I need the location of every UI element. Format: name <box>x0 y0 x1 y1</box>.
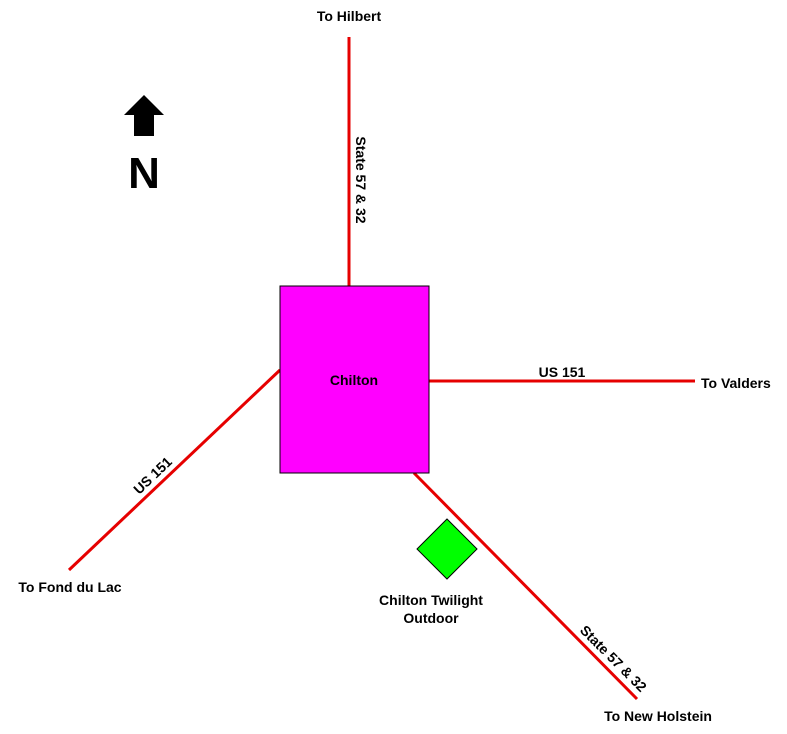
theater-label-line1: Chilton Twilight <box>379 592 483 608</box>
destination-north: To Hilbert <box>317 8 382 24</box>
destination-southeast: To New Holstein <box>604 708 712 724</box>
route-label-southeast: State 57 & 32 <box>577 622 650 695</box>
town-area <box>279 285 430 474</box>
route-label-east: US 151 <box>539 364 586 380</box>
north-arrow: N <box>124 95 164 198</box>
destination-east: To Valders <box>701 375 771 391</box>
north-arrow-icon <box>124 95 164 136</box>
route-label-north: State 57 & 32 <box>353 136 369 223</box>
drive-in-marker-icon <box>416 518 478 580</box>
theater-label-line2: Outdoor <box>403 610 459 626</box>
road-southeast <box>412 471 639 701</box>
town-label: Chilton <box>330 372 378 388</box>
destination-southwest: To Fond du Lac <box>18 579 121 595</box>
north-letter: N <box>128 149 160 198</box>
road-southwest <box>67 368 282 572</box>
